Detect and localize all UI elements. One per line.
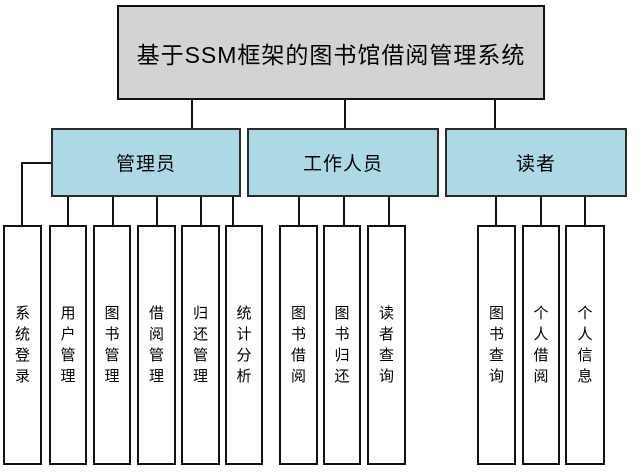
group-box-admin: 管理员 <box>51 128 241 197</box>
connector-staff-book-borrow <box>298 196 300 226</box>
connector-reader-personal-borrow <box>540 196 542 226</box>
leaf-label-book-return: 图书归还 <box>334 305 350 385</box>
root-title: 基于SSM框架的图书馆借阅管理系统 <box>136 41 526 68</box>
leaf-label-book-query: 图书查询 <box>488 305 504 385</box>
connector-admin-statistics <box>232 196 234 226</box>
connector-reader-book-query <box>495 196 497 226</box>
leaf-label-personal-info: 个人信息 <box>577 305 593 385</box>
leaf-label-borrow-management: 借阅管理 <box>148 305 164 385</box>
connector-admin-borrow-management <box>156 196 158 226</box>
leaf-box-book-management: 图书管理 <box>93 225 131 465</box>
connector-admin-system-login-horizontal <box>21 162 52 164</box>
leaf-label-statistics: 统计分析 <box>236 305 252 385</box>
leaf-label-personal-borrow: 个人借阅 <box>533 305 549 385</box>
leaf-box-book-return: 图书归还 <box>323 225 361 465</box>
leaf-box-borrow-management: 借阅管理 <box>137 225 176 465</box>
leaf-box-book-borrow: 图书借阅 <box>279 225 318 465</box>
connector-staff-book-return <box>343 196 345 226</box>
group-box-staff: 工作人员 <box>247 128 439 197</box>
leaf-label-system-login: 系统登录 <box>14 305 30 385</box>
leaf-box-book-query: 图书查询 <box>477 225 516 465</box>
connector-admin-system-login-vertical <box>21 162 23 226</box>
leaf-label-user-management: 用户管理 <box>60 305 76 385</box>
leaf-box-statistics: 统计分析 <box>225 225 263 465</box>
leaf-box-personal-info: 个人信息 <box>565 225 605 465</box>
leaf-box-system-login: 系统登录 <box>3 225 42 465</box>
leaf-label-reader-query: 读者查询 <box>378 305 394 385</box>
leaf-box-personal-borrow: 个人借阅 <box>522 225 560 465</box>
leaf-box-return-management: 归还管理 <box>181 225 220 465</box>
connector-reader-personal-info <box>584 196 586 226</box>
connector-admin-return-management <box>200 196 202 226</box>
connector-staff-reader-query <box>388 196 390 226</box>
root-box: 基于SSM框架的图书馆借阅管理系统 <box>117 5 545 100</box>
leaf-label-return-management: 归还管理 <box>192 305 208 385</box>
leaf-label-book-management: 图书管理 <box>104 305 120 385</box>
connector-root-staff <box>344 99 346 129</box>
leaf-label-book-borrow: 图书借阅 <box>290 305 306 385</box>
group-label-admin: 管理员 <box>115 154 176 175</box>
group-label-reader: 读者 <box>515 154 556 175</box>
connector-admin-user-management <box>67 196 69 226</box>
connector-root-admin <box>191 99 193 129</box>
connector-root-reader <box>494 99 496 129</box>
leaf-box-user-management: 用户管理 <box>49 225 87 465</box>
group-label-staff: 工作人员 <box>302 154 383 175</box>
group-box-reader: 读者 <box>445 128 627 197</box>
leaf-box-reader-query: 读者查询 <box>367 225 406 465</box>
connector-admin-book-management <box>112 196 114 226</box>
